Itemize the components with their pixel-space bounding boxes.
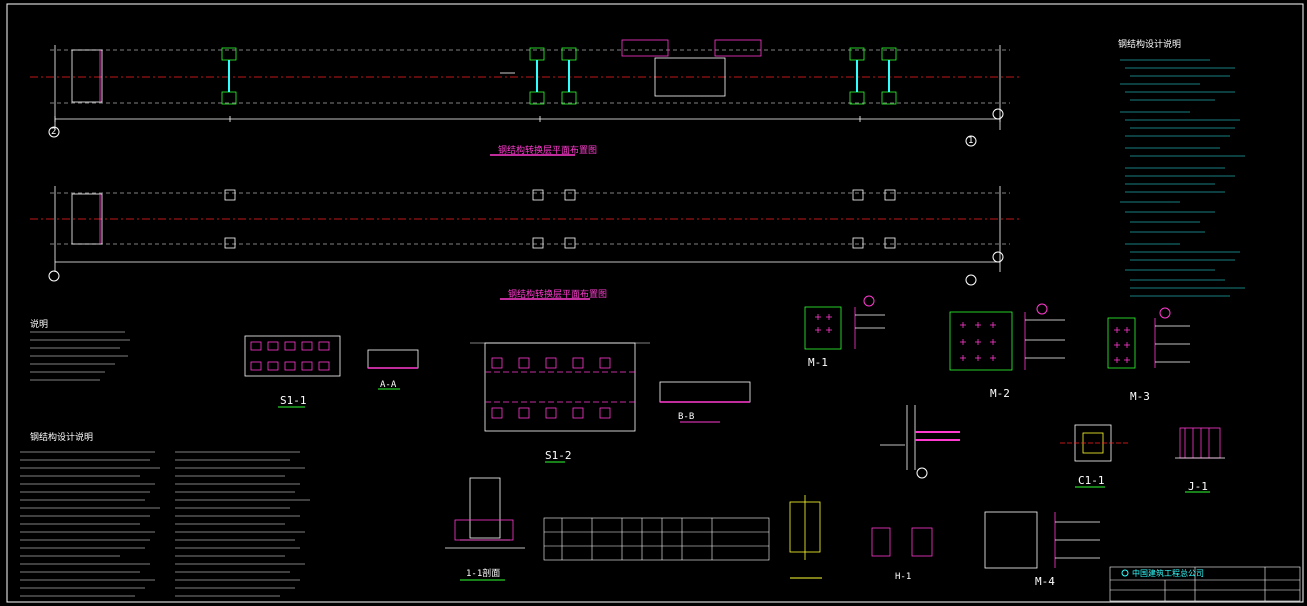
detail-s1-2 bbox=[470, 342, 650, 432]
detail-m3 bbox=[1107, 317, 1190, 369]
title-block bbox=[1109, 566, 1301, 602]
drawing-frame bbox=[6, 3, 1304, 603]
schedule-table bbox=[543, 517, 770, 561]
notes-heading: 说明 bbox=[30, 320, 49, 330]
detail-s12-label: S1-2 bbox=[545, 449, 572, 462]
plan-lower bbox=[30, 186, 1020, 272]
detail-c11-label: C1-1 bbox=[1078, 474, 1105, 487]
section-1-1 bbox=[445, 477, 525, 549]
axis-bubble bbox=[48, 270, 60, 282]
detail-m1-label: M-1 bbox=[808, 356, 828, 369]
detail-j-label: J-1 bbox=[1188, 480, 1208, 493]
section-aa-label: A-A bbox=[380, 380, 397, 390]
axis-bubble bbox=[992, 108, 1004, 120]
axis-2-label: 2 bbox=[51, 127, 57, 137]
spec-text bbox=[20, 451, 310, 597]
section-bb bbox=[659, 381, 751, 403]
detail-m1 bbox=[804, 306, 885, 350]
spec-heading: 钢结构设计说明 bbox=[30, 433, 94, 443]
title-block-company: 中国建筑工程总公司 bbox=[1132, 569, 1204, 578]
right-notes-heading: 钢结构设计说明 bbox=[1118, 40, 1182, 50]
plan-title-upper: 钢结构转换层平面布置图 bbox=[498, 146, 598, 156]
weld-detail bbox=[880, 405, 960, 470]
detail-m3-label: M-3 bbox=[1130, 390, 1150, 403]
detail-s11-label: S1-1 bbox=[280, 394, 307, 407]
axis-bubble bbox=[48, 126, 60, 138]
detail-m4-label: M-4 bbox=[1035, 575, 1055, 588]
detail-c1-1 bbox=[1060, 424, 1128, 462]
detail-s1-1 bbox=[244, 335, 341, 377]
axis-bubble bbox=[965, 135, 977, 147]
section-aa bbox=[367, 349, 419, 369]
axis-bubble bbox=[965, 274, 977, 286]
notes-right bbox=[1120, 59, 1245, 297]
detail-j bbox=[1175, 427, 1225, 459]
section-bb-label: B-B bbox=[678, 412, 695, 422]
plan-upper bbox=[30, 39, 1020, 130]
axis-1-label: 1 bbox=[968, 136, 974, 146]
detail-h1-label: H-1 bbox=[895, 572, 912, 582]
notes-left bbox=[30, 331, 130, 381]
detail-m4 bbox=[984, 511, 1100, 569]
bolt-detail bbox=[789, 495, 933, 560]
detail-m2-label: M-2 bbox=[990, 387, 1010, 400]
plan-title-lower: 钢结构转换层平面布置图 bbox=[508, 290, 608, 300]
detail-m2 bbox=[949, 311, 1065, 371]
section-11-label: 1-1剖面 bbox=[466, 569, 501, 579]
axis-bubble bbox=[992, 251, 1004, 263]
